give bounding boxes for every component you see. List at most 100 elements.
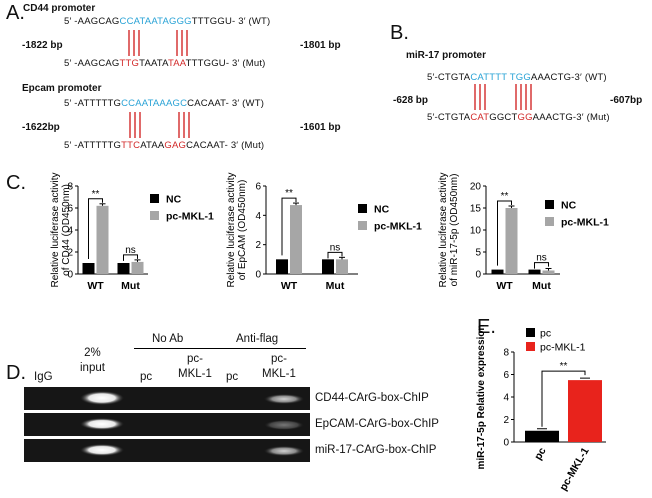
epcam-mutation-lines (129, 112, 190, 138)
y-axis-label-line-2: of EpCAM (OD450nm) (237, 180, 248, 281)
legend-label-1: pc-MKL-1 (561, 217, 609, 229)
y-tick-label: 6 (503, 370, 509, 381)
epcam-left-bp: -1622bp (22, 122, 60, 133)
epcam-right-bp: -1601 bp (300, 122, 341, 133)
y-tick-label: 6 (67, 204, 73, 215)
bar-pc-mkl-1-mut (542, 270, 555, 274)
epcam-wt-sequence: 5′ -ATTTTTGCCAATAAAGCCACAAT- 3′ (WT) (64, 98, 265, 109)
bar-pc-mkl-1-mut (131, 261, 144, 274)
mir17-wt-sequence: 5′-CTGTACATTTT TGGAAACTG-3′ (WT) (427, 72, 607, 83)
gel-row-2-antiflag-band (264, 420, 304, 430)
legend-swatch-1 (545, 217, 554, 226)
anti-flag-underline (218, 348, 306, 349)
bar-nc-wt (82, 263, 95, 274)
legend-swatch-0 (358, 204, 367, 213)
gel-row-3-input-band (80, 444, 124, 456)
panel-c-label: C. (6, 172, 26, 194)
legend-label-1: pc-MKL-1 (374, 221, 422, 233)
significance-bracket (534, 262, 549, 269)
significance-label: ** (501, 191, 509, 202)
significance-label: ** (560, 361, 568, 372)
cd44-right-bp: -1801 bp (300, 40, 341, 51)
y-axis-label-line-2: of CD44 (OD450nm) (61, 184, 72, 276)
gel-row-1-antiflag-band (264, 394, 304, 404)
legend-label-0: NC (374, 204, 390, 216)
y-tick-label: 6 (255, 182, 261, 193)
significance-label: ns (125, 245, 136, 256)
bar-pc-mkl-1-wt (96, 205, 109, 274)
legend-label-0: NC (166, 194, 182, 206)
gel-row-label-cd44: CD44-CArG-box-ChIP (315, 392, 429, 404)
y-tick-label: 5 (475, 248, 481, 259)
y-axis-label-line-1: Relative luciferase activity (438, 172, 449, 287)
y-tick-label: 4 (255, 211, 261, 222)
significance-label: ns (330, 242, 341, 253)
significance-label: ** (285, 188, 293, 199)
gel-row-3-antiflag-band (264, 446, 304, 456)
significance-label: ** (92, 189, 100, 200)
legend-swatch-1 (526, 342, 535, 351)
legend-label-1: pc-MKL-1 (166, 211, 214, 223)
mir17-left-bp: -628 bp (393, 95, 429, 106)
gel-row-2-input-band (80, 418, 124, 430)
significance-bracket (281, 197, 297, 256)
y-tick-label: 0 (503, 438, 509, 449)
x-tick-label-mut: Mut (532, 280, 551, 292)
legend-label-0: pc (540, 328, 551, 340)
epcam-promoter-title: Epcam promoter (22, 83, 102, 94)
bar-nc-wt (276, 259, 288, 274)
significance-bracket (497, 200, 512, 266)
legend-swatch-0 (545, 200, 554, 209)
mir17-right-bp: -607bp (610, 95, 643, 106)
legend-label-0: NC (561, 200, 577, 212)
y-tick-label: 2 (503, 415, 509, 426)
bar-nc-mut (528, 269, 541, 274)
mir17-mutation-lines (474, 84, 532, 110)
significance-bracket (327, 251, 343, 259)
bar-pc (525, 430, 559, 442)
significance-bracket (541, 370, 586, 427)
y-tick-label: 10 (470, 226, 482, 237)
y-tick-label: 8 (67, 182, 73, 193)
legend-swatch-1 (150, 211, 159, 220)
y-tick-label: 2 (255, 240, 261, 251)
x-tick-label-wt: WT (87, 280, 104, 292)
col-input-label: 2%input (80, 347, 105, 374)
legend-swatch-0 (526, 328, 535, 337)
col-noab-pc-label: pc (140, 371, 153, 383)
y-tick-label: 4 (503, 393, 509, 404)
y-axis-label-line-2: of miR-17-5p (OD450nm) (449, 174, 460, 287)
x-tick-label-pc-mkl-1: pc-MKL-1 (557, 445, 591, 493)
panel-e-label: E. (477, 316, 496, 338)
col-igg-label: IgG (34, 371, 53, 383)
y-tick-label: 4 (67, 226, 73, 237)
bar-pc-mkl-1 (568, 380, 602, 442)
gel-row-label-mir17: miR-17-CArG-box-ChIP (315, 444, 437, 456)
col-flag-pc-label: pc (226, 371, 239, 383)
mir17-mut-sequence: 5′-CTGTACATGGCTGGAAACTG-3′ (Mut) (427, 112, 610, 123)
anti-flag-header: Anti-flag (236, 333, 279, 345)
mir17-promoter-title: miR-17 promoter (406, 50, 487, 61)
bar-pc-mkl-1-wt (290, 205, 302, 274)
bar-nc-mut (322, 259, 334, 274)
y-tick-label: 15 (470, 204, 482, 215)
bar-nc-wt (491, 269, 504, 274)
panel-d-label: D. (6, 362, 26, 384)
gel-row-1-input-band (80, 391, 124, 405)
col-noab-pcmkl-label: pc-MKL-1 (178, 353, 212, 380)
gel-row-label-epcam: EpCAM-CArG-box-ChIP (315, 418, 439, 430)
significance-label: ns (536, 253, 547, 264)
panel-b-label: B. (390, 22, 409, 44)
y-axis-label-line-1: Relative luciferase activity (50, 172, 61, 287)
cd44-left-bp: -1822 bp (22, 40, 63, 51)
legend-swatch-0 (150, 194, 159, 203)
y-tick-label: 8 (503, 348, 509, 359)
x-tick-label-mut: Mut (326, 280, 345, 292)
bar-pc-mkl-1-wt (505, 208, 518, 274)
cd44-wt-sequence: 5′ -AAGCAGCCATAATAGGGTTTGGU- 3′ (WT) (64, 16, 271, 27)
no-ab-underline (134, 348, 218, 349)
